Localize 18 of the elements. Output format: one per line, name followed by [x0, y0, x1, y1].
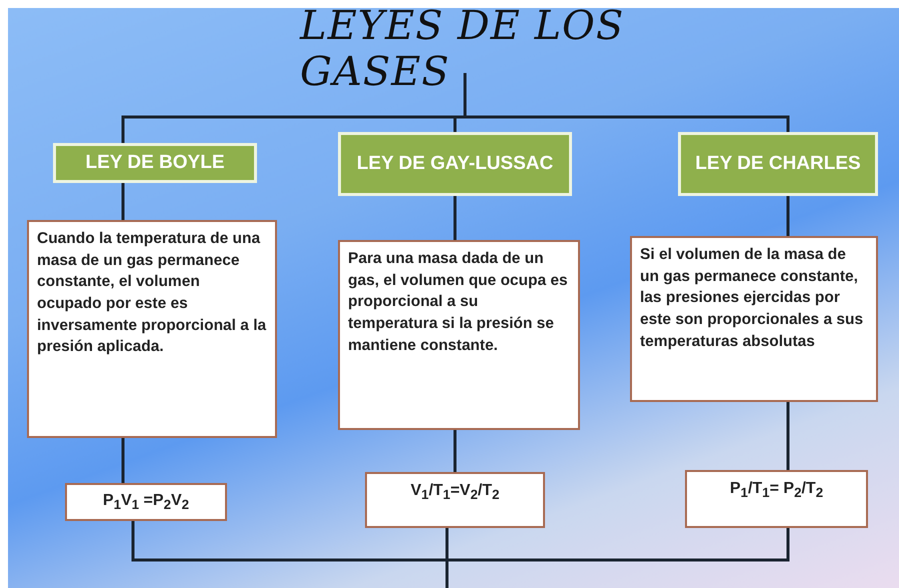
connector-line	[446, 528, 790, 588]
description-box: Si el volumen de la masa de un gas permanece constante, las presiones ejercidas por este son proporcionales a sus temperaturas absolutas	[630, 236, 878, 402]
connector-line	[454, 196, 456, 240]
law-heading-box: LEY DE BOYLE	[53, 143, 257, 183]
law-heading-box: LEY DE GAY-LUSSAC	[338, 132, 572, 196]
connector-line	[464, 73, 790, 132]
connector-line	[786, 196, 790, 236]
formula-box: P$_{1}$V$_{1}$ =P$_{2}$V$_{2}$	[65, 483, 227, 521]
formula-box: P$_{1}$/T$_{1}$= P$_{2}$/T$_{2}$	[685, 470, 868, 528]
connector-line	[786, 402, 790, 470]
law-heading-box: LEY DE CHARLES	[678, 132, 878, 196]
formula-box: V$_{1}$/T$_{1}$=V$_{2}$/T$_{2}$	[365, 472, 545, 528]
description-box: Para una masa dada de un gas, el volumen que ocupa es proporcional a su temperatura si la presión se mantiene constante.	[338, 240, 580, 430]
description-box: Cuando la temperatura de una masa de un gas permanece constante, el volumen ocupado por este es inversamente proporcional a la presión aplicada.	[27, 220, 277, 438]
connector-line	[122, 183, 124, 220]
connector-line	[454, 430, 456, 472]
title: LEYES DE LOS GASES	[300, 3, 626, 95]
connector-line	[122, 438, 124, 483]
